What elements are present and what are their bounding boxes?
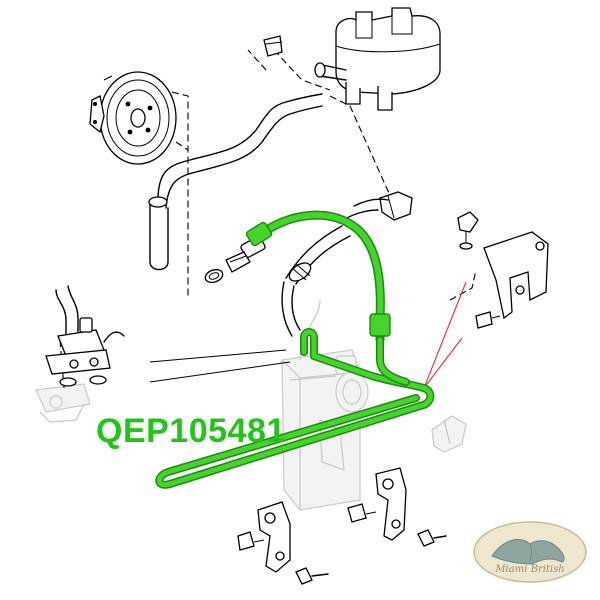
- steering-box: [281, 299, 369, 511]
- part-number-label: QEP105481: [96, 412, 286, 450]
- mount-brackets-faded: [35, 383, 467, 453]
- highlighted-pressure-hose: [155, 210, 435, 489]
- callout-lines: [423, 281, 467, 389]
- right-bracket: [457, 211, 549, 329]
- hose-clip: [339, 191, 413, 223]
- return-hose: [148, 35, 323, 271]
- logo-text: Miami British: [495, 564, 565, 575]
- left-bracket: [45, 285, 125, 387]
- pump-pulley: [89, 71, 177, 165]
- cooler-pipe: [281, 225, 351, 337]
- lower-brackets: [237, 467, 447, 585]
- leader-lines: [149, 349, 291, 383]
- reservoir: [314, 7, 441, 111]
- miami-british-logo: Miami British: [470, 520, 590, 588]
